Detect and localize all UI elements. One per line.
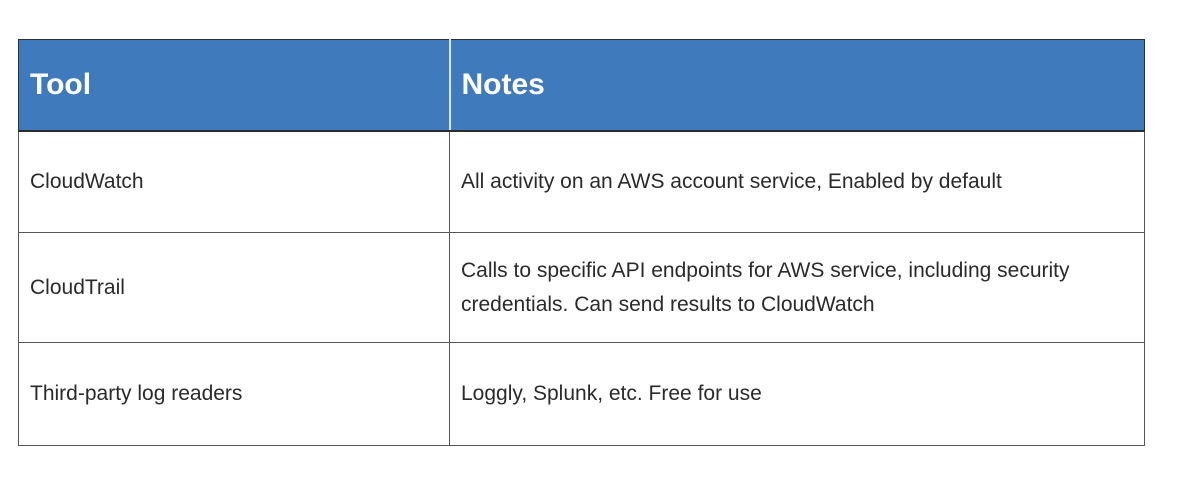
notes-cell: All activity on an AWS account service, … bbox=[449, 130, 1145, 233]
table-row: CloudWatch All activity on an AWS accoun… bbox=[18, 130, 1145, 233]
column-header-tool: Tool bbox=[18, 39, 450, 132]
notes-cell: Loggly, Splunk, etc. Free for use bbox=[449, 342, 1145, 446]
tools-table: Tool Notes CloudWatch All activity on an… bbox=[18, 39, 1145, 446]
table-body: CloudWatch All activity on an AWS accoun… bbox=[18, 130, 1145, 446]
tool-cell: Third-party log readers bbox=[18, 342, 450, 446]
tool-cell: CloudTrail bbox=[18, 232, 450, 343]
table-row: CloudTrail Calls to specific API endpoin… bbox=[18, 232, 1145, 343]
table-header: Tool Notes bbox=[18, 39, 1145, 132]
tool-cell: CloudWatch bbox=[18, 130, 450, 233]
header-row: Tool Notes bbox=[18, 39, 1145, 132]
column-header-notes: Notes bbox=[448, 39, 1145, 132]
table-row: Third-party log readers Loggly, Splunk, … bbox=[18, 342, 1145, 446]
tools-table-container: Tool Notes CloudWatch All activity on an… bbox=[18, 39, 1145, 446]
notes-cell: Calls to specific API endpoints for AWS … bbox=[449, 232, 1145, 343]
